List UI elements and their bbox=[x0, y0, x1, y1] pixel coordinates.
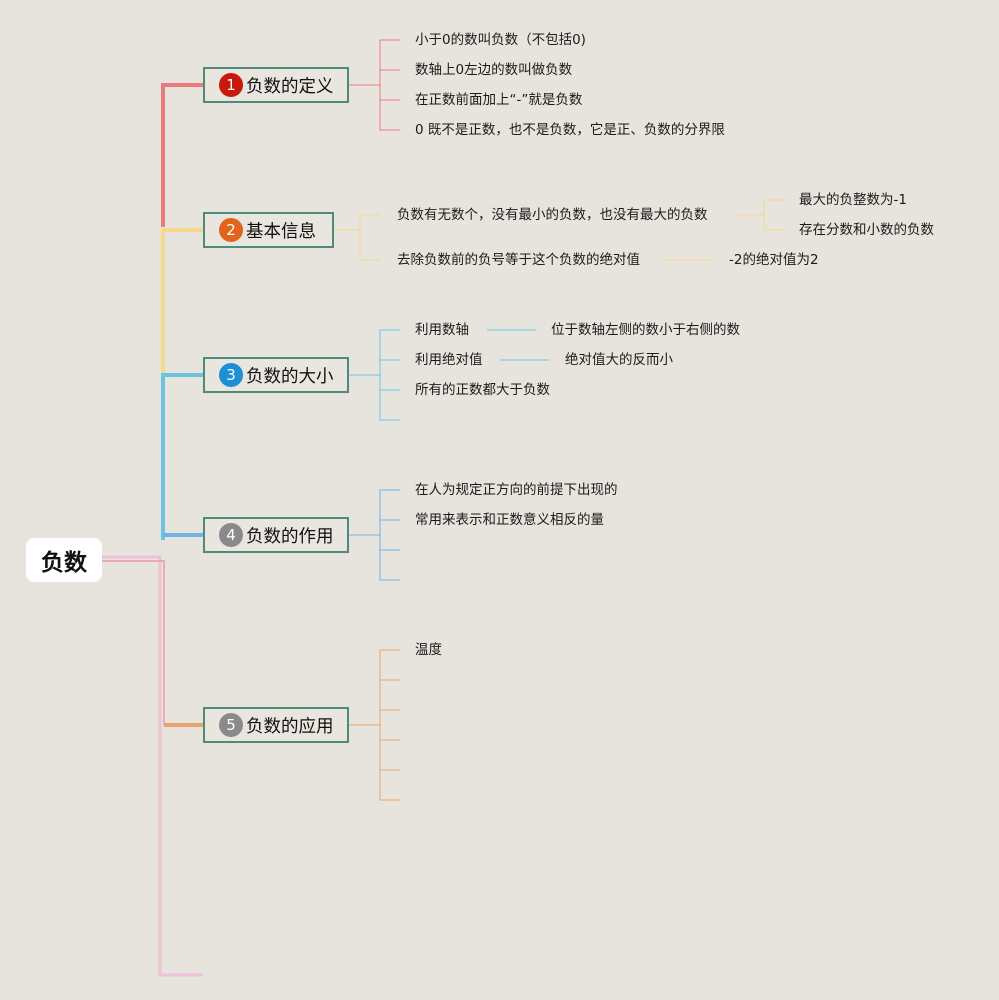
number-badge-4: 4 bbox=[219, 523, 243, 547]
trunk-basic-info bbox=[161, 228, 203, 374]
number-badge-1: 1 bbox=[219, 73, 243, 97]
application-connectors bbox=[349, 649, 400, 801]
number-badge-5: 5 bbox=[219, 713, 243, 737]
branch-role[interactable]: 4 负数的作用 bbox=[203, 517, 349, 553]
leaf-topic[interactable]: 小于0的数叫负数（不包括0) bbox=[415, 32, 586, 48]
branch-label: 负数的大小 bbox=[246, 366, 334, 387]
leaf-topic[interactable]: 0 既不是正数，也不是负数，它是正、负数的分界限 bbox=[415, 122, 725, 138]
leaf-topic[interactable]: 数轴上0左边的数叫做负数 bbox=[415, 62, 573, 78]
root-connector-inner bbox=[102, 560, 165, 725]
sub-leaf-topic[interactable]: -2的绝对值为2 bbox=[729, 252, 819, 268]
branch-size[interactable]: 3 负数的大小 bbox=[203, 357, 349, 393]
definition-connectors bbox=[349, 39, 400, 131]
number-badge-2: 2 bbox=[219, 218, 243, 242]
branch-label: 基本信息 bbox=[246, 221, 316, 242]
sub-leaf-topic[interactable]: 绝对值大的反而小 bbox=[565, 352, 673, 368]
root-topic[interactable]: 负数 bbox=[26, 538, 102, 582]
sub-leaf-topic[interactable]: 最大的负整数为-1 bbox=[799, 192, 907, 208]
branch-application[interactable]: 5 负数的应用 bbox=[203, 707, 349, 743]
branch-definition[interactable]: 1 负数的定义 bbox=[203, 67, 349, 103]
branch-label: 负数的应用 bbox=[246, 716, 334, 737]
branch-label: 负数的定义 bbox=[246, 76, 334, 97]
leaf-topic[interactable]: 去除负数前的负号等于这个负数的绝对值 bbox=[397, 252, 640, 268]
leaf-topic[interactable]: 利用数轴 bbox=[415, 322, 469, 338]
sub-leaf-topic[interactable]: 存在分数和小数的负数 bbox=[799, 222, 934, 238]
sub-leaf-topic[interactable]: 位于数轴左侧的数小于右侧的数 bbox=[551, 322, 740, 338]
leaf-topic[interactable]: 常用来表示和正数意义相反的量 bbox=[415, 512, 604, 528]
leaf-topic[interactable]: 在正数前面加上“-”就是负数 bbox=[415, 92, 583, 108]
leaf-topic[interactable]: 利用绝对值 bbox=[415, 352, 483, 368]
leaf-topic[interactable]: 在人为规定正方向的前提下出现的 bbox=[415, 482, 618, 498]
leaf-topic[interactable]: 负数有无数个，没有最小的负数，也没有最大的负数 bbox=[397, 207, 708, 223]
branch-basic-info[interactable]: 2 基本信息 bbox=[203, 212, 334, 248]
root-connector bbox=[102, 555, 203, 977]
size-connectors bbox=[349, 329, 549, 421]
branch-label: 负数的作用 bbox=[246, 526, 334, 547]
trunk-size bbox=[161, 373, 203, 540]
leaf-topic[interactable]: 温度 bbox=[415, 642, 442, 658]
number-badge-3: 3 bbox=[219, 363, 243, 387]
leaf-topic[interactable]: 所有的正数都大于负数 bbox=[415, 382, 550, 398]
trunk-definition bbox=[161, 83, 203, 227]
basic-info-connectors bbox=[333, 199, 784, 261]
role-connectors bbox=[349, 489, 400, 581]
